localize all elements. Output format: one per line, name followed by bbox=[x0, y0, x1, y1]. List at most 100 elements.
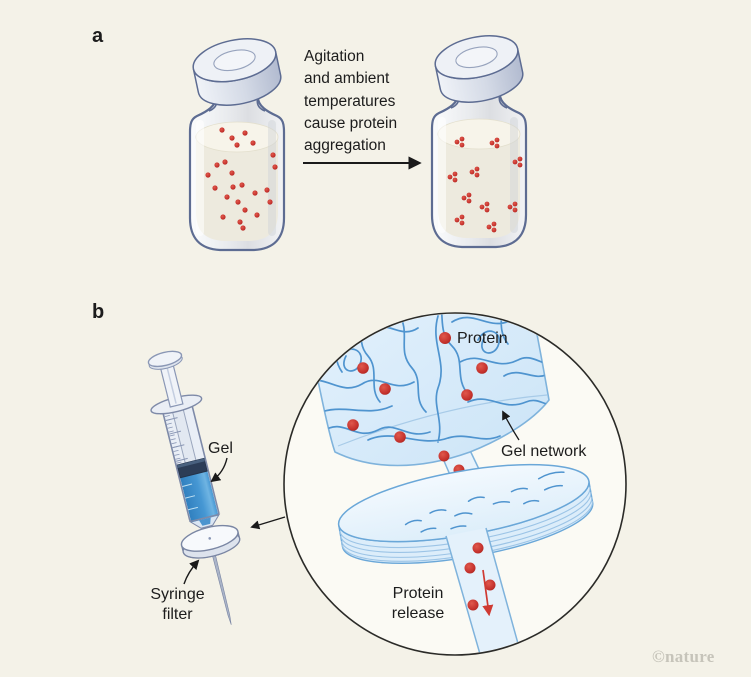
protein-dot bbox=[452, 171, 458, 177]
caption-line: cause protein bbox=[304, 114, 398, 132]
protein-dot bbox=[240, 225, 246, 231]
caption-line: and ambient bbox=[304, 70, 390, 88]
protein-dot bbox=[214, 162, 220, 168]
gel-network-label: Gel network bbox=[501, 443, 587, 460]
protein-dot bbox=[454, 139, 460, 145]
glass-highlight bbox=[438, 117, 446, 233]
protein-dot bbox=[264, 187, 270, 193]
glass-shade bbox=[268, 120, 276, 236]
protein-dot bbox=[494, 137, 500, 143]
protein-dot bbox=[479, 204, 485, 210]
thumb-rest bbox=[147, 350, 183, 368]
caption-line: temperatures bbox=[304, 92, 396, 110]
membrane-pore-dashes bbox=[404, 471, 565, 533]
protein-dot bbox=[459, 142, 465, 148]
release-direction-arrow bbox=[482, 569, 494, 617]
barrel-major-ticks bbox=[165, 417, 188, 462]
panel-a-label: a bbox=[92, 25, 104, 47]
protein-dot bbox=[347, 419, 359, 431]
gel-pointer-arrow bbox=[210, 457, 228, 483]
protein-dot bbox=[267, 199, 273, 205]
protein-dot bbox=[466, 198, 472, 204]
protein-dot bbox=[491, 227, 497, 233]
inset-pointer-arrow bbox=[250, 516, 286, 530]
matrix-protein-dots bbox=[347, 362, 488, 443]
protein-dot bbox=[452, 177, 458, 183]
gel-network-pointer-arrow bbox=[502, 410, 520, 441]
protein-dot bbox=[212, 185, 218, 191]
protein-dot bbox=[230, 184, 236, 190]
protein-dot bbox=[489, 140, 495, 146]
syringe bbox=[147, 350, 241, 625]
protein-dot bbox=[517, 156, 523, 162]
protein-dot bbox=[466, 192, 472, 198]
protein-release-label: Protein release bbox=[391, 585, 445, 622]
vial-cap bbox=[434, 35, 524, 103]
protein-dot bbox=[219, 127, 225, 133]
caption-line: aggregation bbox=[304, 137, 386, 155]
protein-dot bbox=[472, 542, 484, 554]
protein-dot bbox=[250, 140, 256, 146]
protein-dot bbox=[484, 201, 490, 207]
protein-dot bbox=[507, 204, 513, 210]
protein-legend-dot bbox=[439, 332, 451, 344]
protein-dot bbox=[474, 172, 480, 178]
protein-dot bbox=[459, 220, 465, 226]
protein-dot bbox=[459, 214, 465, 220]
protein-dot bbox=[224, 194, 230, 200]
protein-dot bbox=[242, 207, 248, 213]
protein-dot bbox=[272, 164, 278, 170]
protein-dot bbox=[394, 431, 406, 443]
gel-ticks bbox=[182, 483, 198, 511]
protein-dot bbox=[461, 195, 467, 201]
stopper-top-edge bbox=[177, 458, 205, 469]
protein-dot bbox=[229, 135, 235, 141]
syringe-filter-label: Syringe filter bbox=[150, 586, 205, 623]
protein-dot bbox=[469, 169, 475, 175]
glass-highlight bbox=[196, 120, 204, 236]
gel-label: Gel bbox=[208, 440, 233, 457]
vial-liquid bbox=[438, 134, 520, 238]
protein-dot bbox=[467, 599, 479, 611]
protein-dot bbox=[474, 166, 480, 172]
container-bottom-far-edge bbox=[337, 394, 548, 447]
protein-dots-dispersed bbox=[205, 127, 278, 231]
release-channel-dots bbox=[464, 542, 496, 611]
protein-dot bbox=[239, 182, 245, 188]
protein-dot bbox=[512, 207, 518, 213]
protein-dot bbox=[235, 199, 241, 205]
protein-dot bbox=[459, 136, 465, 142]
protein-dot bbox=[229, 170, 235, 176]
vial-after bbox=[430, 35, 528, 249]
protein-dot bbox=[494, 143, 500, 149]
protein-dot bbox=[517, 162, 523, 168]
glass-shade bbox=[510, 117, 518, 233]
release-channel bbox=[445, 527, 523, 654]
gel-column bbox=[180, 470, 219, 523]
protein-dot bbox=[220, 214, 226, 220]
protein-dot bbox=[484, 579, 496, 591]
protein-dot bbox=[254, 212, 260, 218]
syringe-filter-disc bbox=[180, 524, 241, 559]
protein-dot bbox=[270, 152, 276, 158]
protein-dot bbox=[242, 130, 248, 136]
vial-cap bbox=[192, 38, 282, 106]
protein-dot bbox=[484, 207, 490, 213]
protein-dot bbox=[491, 221, 497, 227]
protein-dot bbox=[486, 224, 492, 230]
protein-dot bbox=[357, 362, 369, 374]
protein-dot bbox=[379, 383, 391, 395]
vial-before bbox=[188, 38, 286, 252]
protein-dot bbox=[252, 190, 258, 196]
liquid-surface bbox=[437, 118, 521, 150]
protein-dot bbox=[439, 332, 451, 344]
inset-circle-outline bbox=[283, 312, 627, 656]
gel-into-taper bbox=[199, 517, 211, 526]
protein-dot bbox=[454, 217, 460, 223]
protein-dot bbox=[512, 201, 518, 207]
panel-a-caption: Agitation and ambient temperatures cause… bbox=[304, 46, 397, 157]
protein-dot bbox=[237, 219, 243, 225]
caption-line: Agitation bbox=[304, 48, 365, 65]
